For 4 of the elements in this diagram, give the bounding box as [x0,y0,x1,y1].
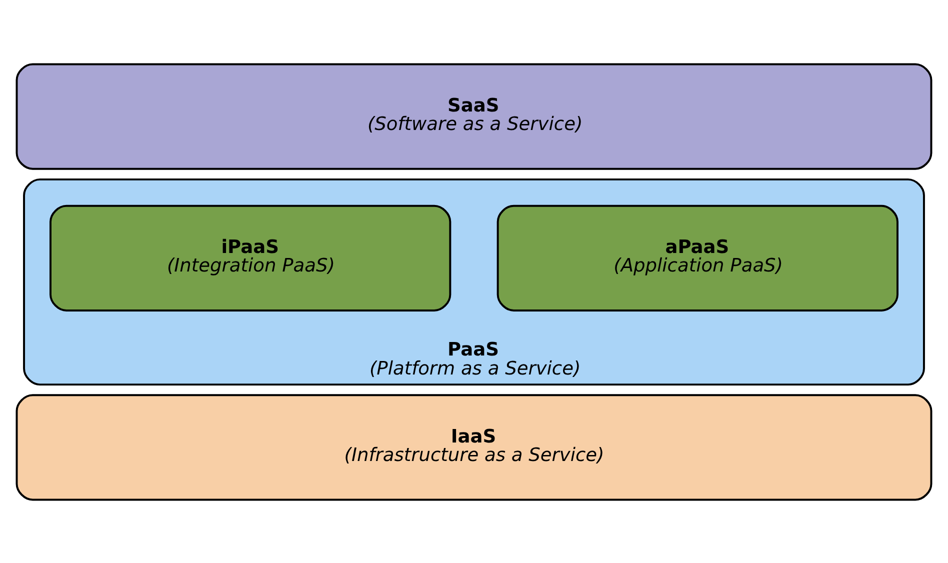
node-box: SaaS (Software as a Service) [16,62,932,170]
node-box: iPaaS (Integration PaaS) [50,204,452,311]
node-box: aPaaS (Application PaaS) [496,204,898,311]
node-box: IaaS (Infrastructure as a Service) [16,394,932,500]
